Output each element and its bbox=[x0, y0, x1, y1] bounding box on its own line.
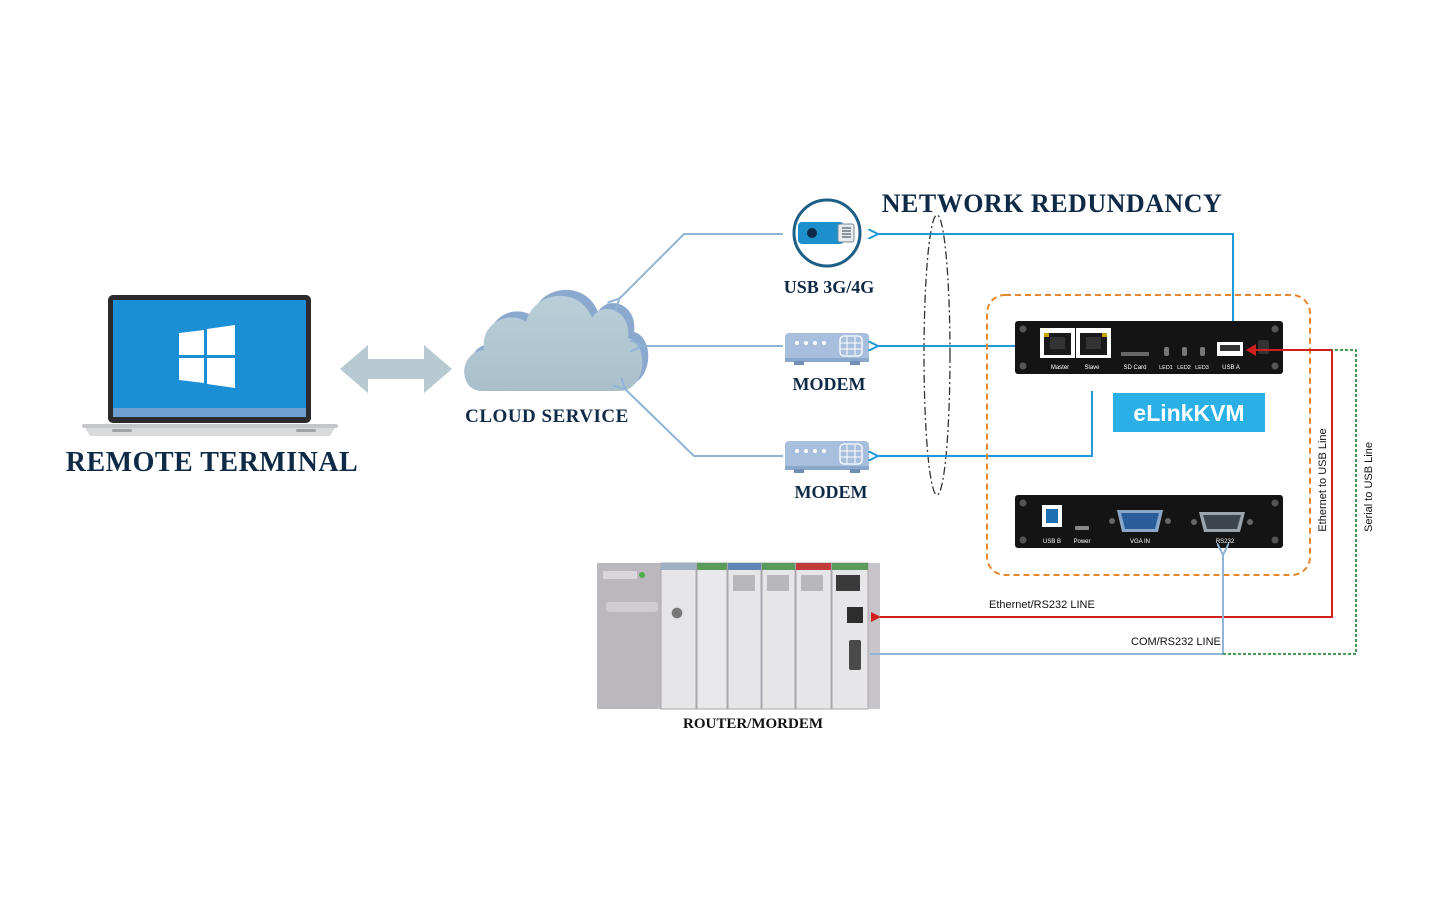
vga-in-label: VGA IN bbox=[1130, 539, 1150, 545]
link-modem2-to-cloud bbox=[624, 388, 783, 457]
elinkkvm-group-box bbox=[986, 294, 1311, 576]
slave-port-icon bbox=[1076, 328, 1111, 358]
ethernet-to-usb-arrowhead bbox=[1246, 344, 1256, 356]
serial-to-usb-line bbox=[1223, 349, 1357, 655]
router-rack-image bbox=[597, 562, 880, 710]
cloud-service-label: CLOUD SERVICE bbox=[465, 406, 629, 427]
usb-modem-label: USB 3G/4G bbox=[784, 277, 875, 297]
power-label: Power bbox=[1073, 539, 1090, 545]
led2-label: LED2 bbox=[1177, 365, 1191, 371]
modem-1-label: MODEM bbox=[793, 374, 866, 394]
rs232-port-icon bbox=[1191, 512, 1253, 532]
usb-b-label: USB B bbox=[1043, 539, 1061, 545]
sd-card-label: SD Card bbox=[1123, 365, 1146, 371]
usb-dongle-icon bbox=[792, 198, 862, 268]
link-kvm-slave-to-modem2 bbox=[876, 391, 1093, 456]
com-rs232-line-label: COM/RS232 LINE bbox=[1131, 636, 1221, 648]
ethernet-rs232-line bbox=[871, 349, 1333, 622]
kvm-front-panel: Master Slave SD Card LED1 LED2 LED3 USB … bbox=[1015, 321, 1283, 374]
laptop-icon bbox=[82, 295, 338, 436]
ethernet-to-usb-line-label: Ethernet to USB Line bbox=[1317, 428, 1329, 531]
diagram-title: NETWORK REDUNDANCY bbox=[882, 189, 1223, 218]
bidirectional-arrow-icon bbox=[340, 345, 452, 393]
link-usb-to-cloud bbox=[618, 233, 783, 300]
vga-in-port-icon bbox=[1109, 510, 1171, 532]
router-label: ROUTER/MORDEM bbox=[683, 716, 823, 732]
master-port-icon bbox=[1040, 328, 1075, 358]
serial-to-usb-line-label: Serial to USB Line bbox=[1363, 442, 1375, 532]
power-port-icon bbox=[1075, 526, 1089, 530]
led1-icon bbox=[1164, 347, 1169, 356]
ethernet-rs232-line-label: Ethernet/RS232 LINE bbox=[989, 599, 1095, 611]
modem-1-icon bbox=[785, 333, 869, 365]
modem-2-icon bbox=[785, 441, 869, 473]
elinkkvm-brand-badge bbox=[1113, 393, 1265, 432]
rs232-label: RS232 bbox=[1216, 539, 1235, 545]
cloud-icon bbox=[464, 289, 649, 391]
plc-ethernet-port-icon bbox=[847, 607, 863, 623]
link-kvm-usb-to-usbmodem bbox=[876, 234, 1234, 344]
windows-logo-icon bbox=[179, 325, 235, 388]
usb-a-label: USB A bbox=[1222, 365, 1240, 371]
master-port-label: Master bbox=[1051, 365, 1069, 371]
led1-label: LED1 bbox=[1159, 365, 1173, 371]
remote-terminal-label: REMOTE TERMINAL bbox=[66, 447, 358, 478]
elinkkvm-brand-label: eLinkKVM bbox=[1133, 400, 1244, 426]
led2-icon bbox=[1182, 347, 1187, 356]
kvm-back-panel: USB B Power VGA IN RS232 bbox=[1015, 495, 1283, 548]
usb-b-port-icon bbox=[1042, 505, 1062, 527]
plc-serial-port-icon bbox=[849, 640, 861, 670]
led3-label: LED3 bbox=[1195, 365, 1209, 371]
modem-2-label: MODEM bbox=[795, 482, 868, 502]
led3-icon bbox=[1200, 347, 1205, 356]
sd-card-slot-icon bbox=[1121, 352, 1149, 356]
redundancy-ellipse bbox=[923, 214, 951, 496]
usb-a-port-icon bbox=[1217, 342, 1243, 356]
slave-port-label: Slave bbox=[1084, 365, 1100, 371]
